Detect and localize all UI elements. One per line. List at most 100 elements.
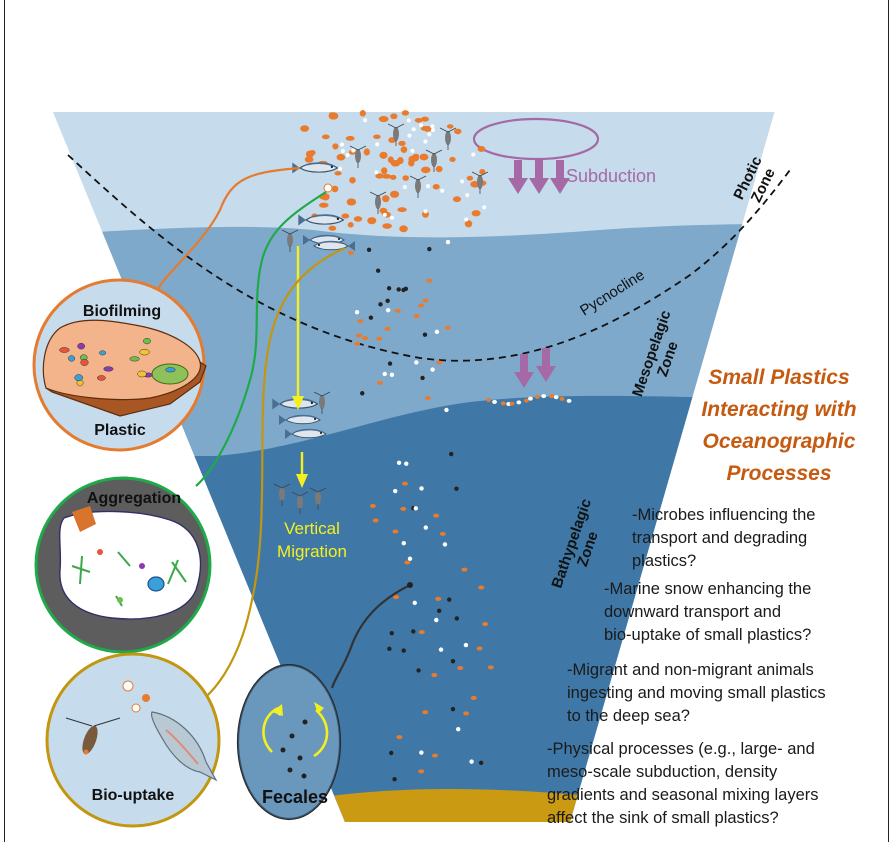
plastic-particle-icon bbox=[334, 171, 342, 176]
plastic-particle-icon bbox=[434, 617, 439, 623]
plastic-particle-icon bbox=[435, 596, 442, 601]
plastic-particle-icon bbox=[486, 398, 492, 402]
plastic-particle-icon bbox=[450, 706, 456, 712]
plastic-particle-icon bbox=[407, 556, 413, 561]
plastic-particle-icon bbox=[406, 118, 411, 123]
plastic-particle-icon bbox=[389, 750, 394, 756]
plastic-particle-icon bbox=[464, 220, 473, 228]
plastic-particle-icon bbox=[487, 665, 494, 670]
microbe-icon bbox=[99, 350, 107, 356]
vertical-migration-arrows bbox=[292, 246, 308, 488]
subduction-ellipse bbox=[472, 117, 600, 161]
plastic-particle-icon bbox=[460, 179, 465, 184]
plastic-particle-icon bbox=[328, 112, 336, 117]
plastic-particle-icon bbox=[400, 146, 408, 154]
plastic-particle-icon bbox=[387, 646, 392, 652]
plastic-particle-icon bbox=[357, 319, 364, 324]
fish-icon bbox=[279, 414, 321, 425]
plastic-particle-icon bbox=[471, 152, 476, 157]
plastic-particle-icon bbox=[351, 148, 356, 153]
circular-arrow-icon bbox=[313, 709, 329, 758]
diatom-icon bbox=[71, 551, 187, 607]
plastic-particle-icon bbox=[396, 460, 402, 465]
plastic-particle-icon bbox=[422, 210, 429, 218]
plastic-particle-icon bbox=[420, 166, 431, 174]
plastic-particle-icon bbox=[414, 360, 419, 365]
plastic-particle-icon bbox=[452, 196, 462, 203]
plastic-particle-icon bbox=[396, 735, 403, 740]
fish-icon bbox=[298, 214, 345, 226]
plastic-particle-icon bbox=[387, 361, 393, 366]
plastic-particle-icon bbox=[438, 647, 444, 652]
plastic-particle-icon bbox=[419, 123, 424, 128]
plastic-particle-icon bbox=[482, 205, 487, 210]
plastic-particle-icon bbox=[398, 140, 406, 147]
seafloor bbox=[330, 789, 590, 822]
plastic-particle-icon bbox=[419, 750, 424, 755]
plastic-particle-icon bbox=[430, 367, 435, 372]
plastic-particle-icon bbox=[541, 394, 547, 399]
plastic-particle-icon bbox=[393, 595, 400, 600]
plastic-particle-icon bbox=[439, 531, 446, 536]
plastic-particle-icon bbox=[355, 333, 362, 338]
microbe-icon bbox=[129, 356, 140, 362]
plastic-particle-icon bbox=[382, 223, 392, 229]
plastic-particle-icon bbox=[436, 608, 442, 613]
plastic-particle-icon bbox=[304, 156, 314, 163]
plastic-particle-icon bbox=[431, 753, 438, 758]
plastic-particle-icon bbox=[347, 222, 354, 228]
zooplankton-icon bbox=[471, 171, 489, 194]
plastic-particle-icon bbox=[385, 298, 390, 304]
plastic-particle-icon bbox=[394, 308, 401, 313]
plastic-particle-icon bbox=[482, 622, 489, 627]
plastic-particle-icon bbox=[287, 767, 293, 773]
plastic-particle-icon bbox=[354, 310, 360, 315]
plastic-particle-icon bbox=[566, 398, 572, 403]
plastic-particle-icon bbox=[454, 616, 460, 621]
plastic-particle-icon bbox=[449, 156, 456, 162]
plastic-particle-icon bbox=[321, 134, 330, 140]
plastic-particle-icon bbox=[347, 250, 354, 255]
plastic-particle-icon bbox=[375, 142, 380, 147]
fecales-label: Fecales bbox=[262, 787, 328, 807]
plastic-particles bbox=[300, 109, 572, 782]
plastic-particle-icon bbox=[477, 146, 486, 152]
bio-uptake-title: Bio-uptake bbox=[92, 787, 175, 804]
plastic-particle-icon bbox=[407, 133, 412, 138]
plastic-particle-icon bbox=[442, 542, 448, 547]
plastic-particle-icon bbox=[553, 395, 559, 400]
plastic-particle-icon bbox=[524, 398, 529, 403]
plastic-particle-icon bbox=[384, 326, 391, 331]
zooplankton-icon bbox=[425, 149, 443, 172]
plastic-particle-icon bbox=[528, 396, 533, 401]
plastic-particle-icon bbox=[427, 246, 432, 252]
aggregation-inset bbox=[34, 476, 212, 654]
zooplankton-icon bbox=[349, 145, 367, 168]
microbe-icon bbox=[74, 374, 83, 382]
microbe-icon bbox=[139, 348, 150, 356]
plastic-particle-icon bbox=[492, 399, 497, 404]
biofilming-title: Biofilming bbox=[83, 303, 161, 320]
plastic-particle-icon bbox=[464, 217, 469, 222]
microbe-icon bbox=[143, 337, 151, 345]
zooplankton-icon bbox=[65, 717, 121, 755]
plastic-particle-icon bbox=[331, 185, 339, 193]
plastic-particle-icon bbox=[340, 142, 345, 147]
plastic-particle-icon bbox=[433, 513, 440, 518]
plastic-particle-icon bbox=[414, 117, 423, 123]
plastic-particle-icon bbox=[366, 247, 372, 253]
plastic-particle-icon bbox=[390, 159, 401, 167]
plastic-particle-icon bbox=[401, 648, 406, 653]
aggregation-connector bbox=[195, 191, 327, 487]
plastic-particle-icon bbox=[450, 659, 456, 664]
plastic-particle-icon bbox=[321, 193, 330, 201]
plastic-particle-icon bbox=[435, 165, 443, 173]
plastic-particle-icon bbox=[469, 759, 474, 764]
zooplankton-icon bbox=[313, 391, 331, 414]
plastic-particle-icon bbox=[416, 668, 421, 673]
plastic-particle-icon bbox=[349, 176, 356, 184]
